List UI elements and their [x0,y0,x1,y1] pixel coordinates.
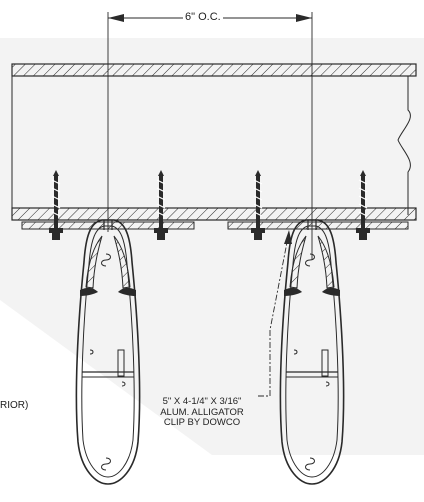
clip-callout-line-3: CLIP BY DOWCO [163,417,241,428]
clip-callout-line-1: 5" X 4-1/4" X 3/16" [162,396,242,407]
spacing-label: 6" O.C. [183,11,223,23]
partial-side-label: RIOR) [0,400,29,411]
break-line [397,76,411,215]
clip-callout-line-2: ALUM. ALLIGATOR [160,406,244,418]
clip-callout: 5" X 4-1/4" X 3/16" ALUM. ALLIGATOR CLIP… [140,396,264,429]
clip-callout-leader [258,230,292,397]
upper-structure [11,63,417,215]
watermark-logo [0,38,424,455]
